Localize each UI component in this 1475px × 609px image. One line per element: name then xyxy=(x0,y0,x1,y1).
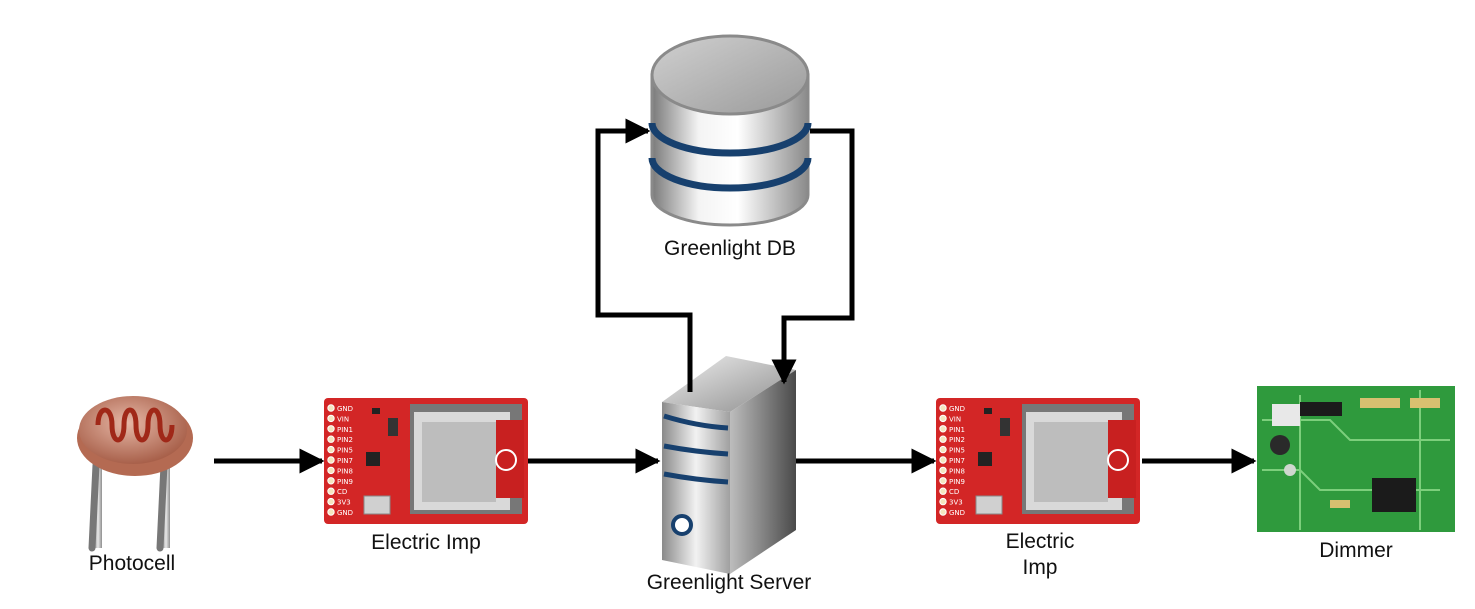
electric-imp-label: Electric Imp xyxy=(371,531,481,554)
server-label: Greenlight Server xyxy=(646,571,812,594)
imp-pin-hole xyxy=(327,456,335,464)
imp-pin-label: PIN7 xyxy=(337,457,353,465)
imp-pin-hole xyxy=(939,404,947,412)
imp-pin-hole xyxy=(327,414,335,423)
imp-pin-label: GND xyxy=(949,405,965,413)
imp-pin-label: CD xyxy=(337,488,347,496)
imp-pin-hole xyxy=(939,445,947,454)
imp-pin-hole xyxy=(327,404,335,412)
electric-imp-label-line2: Imp xyxy=(1022,556,1058,579)
imp-pin-label: CD xyxy=(949,488,959,496)
imp-pin-hole xyxy=(327,497,335,506)
imp-pin-label: GND xyxy=(949,509,965,517)
imp-pin-label: PIN8 xyxy=(337,467,353,475)
imp-pin-label: PIN5 xyxy=(337,447,353,455)
imp-pin-label: PIN1 xyxy=(949,426,965,434)
imp-pin-label: PIN8 xyxy=(949,467,965,475)
imp-pin-hole xyxy=(939,487,947,495)
imp-pin-hole xyxy=(939,435,947,443)
imp-pin-hole xyxy=(327,445,335,454)
photocell-icon xyxy=(77,396,193,552)
imp-pin-hole xyxy=(327,466,335,475)
imp-pin-hole xyxy=(939,466,947,475)
dimmer-label: Dimmer xyxy=(1319,539,1393,562)
imp-pin-label: PIN5 xyxy=(949,447,965,455)
arrow-db-to-server xyxy=(771,128,855,385)
imp-pin-hole xyxy=(327,477,335,485)
imp-pin-label: 3V3 xyxy=(337,499,351,507)
imp-pin-hole xyxy=(939,508,947,516)
imp-pin-label: GND xyxy=(337,509,353,517)
imp-pin-hole xyxy=(939,456,947,464)
imp-pin-label: PIN2 xyxy=(949,436,965,444)
imp-pin-label: PIN9 xyxy=(949,478,965,486)
imp-pin-hole xyxy=(939,497,947,506)
dimmer-circuit-board-icon xyxy=(1257,386,1455,532)
imp-pin-label: PIN2 xyxy=(337,436,353,444)
imp-pin-label: VIN xyxy=(949,415,961,423)
imp-pin-hole xyxy=(327,508,335,516)
imp-pin-label: GND xyxy=(337,405,353,413)
imp-pin-hole xyxy=(327,425,335,433)
imp-pin-label: VIN xyxy=(337,415,349,423)
server-tower-icon xyxy=(662,356,796,574)
imp-pin-hole xyxy=(939,414,947,423)
imp-pin-hole xyxy=(327,435,335,443)
imp-pin-hole xyxy=(939,425,947,433)
electric-imp-label-line1: Electric xyxy=(1005,530,1075,553)
arrow-server-to-db xyxy=(595,118,693,392)
imp-pin-hole xyxy=(939,477,947,485)
database-label: Greenlight DB xyxy=(664,237,796,260)
imp-pin-label: PIN7 xyxy=(949,457,965,465)
imp-pin-hole xyxy=(327,487,335,495)
database-cylinder-icon xyxy=(648,34,812,227)
flow-arrows xyxy=(214,118,1257,474)
imp-pin-label: 3V3 xyxy=(949,499,963,507)
photocell-label: Photocell xyxy=(88,552,176,575)
imp-pin-label: PIN1 xyxy=(337,426,353,434)
imp-pin-label: PIN9 xyxy=(337,478,353,486)
